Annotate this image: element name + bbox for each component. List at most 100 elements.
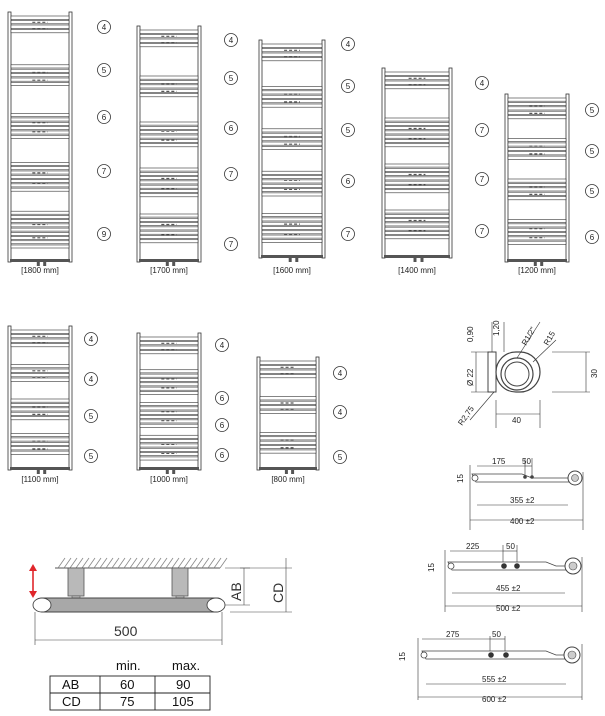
section-count-badge <box>97 164 111 178</box>
bracket-600-pipe: 50 <box>492 630 501 639</box>
section-count-badge <box>224 71 238 85</box>
table-cell-max: 90 <box>176 677 190 692</box>
dim-1-20: 1,20 <box>492 320 501 336</box>
radiator-8: 445[800 mm] <box>256 356 347 484</box>
section-count: 5 <box>102 66 107 75</box>
bracket-500-inner: 455 ±2 <box>496 584 521 593</box>
section-count-badge <box>97 20 111 34</box>
table-header-min: min. <box>116 658 141 673</box>
section-count: 4 <box>338 369 343 378</box>
dim-0-90: 0,90 <box>466 326 475 342</box>
section-count: 5 <box>229 74 234 83</box>
bracket-400-offset: 175 <box>492 457 506 466</box>
section-count-badge <box>333 366 347 380</box>
radiator-size-label: [1800 mm] <box>21 266 59 275</box>
section-count-badge <box>97 63 111 77</box>
section-count-badge <box>475 76 489 90</box>
section-count: 9 <box>102 230 107 239</box>
section-count-badge <box>475 123 489 137</box>
section-count-badge <box>215 391 229 405</box>
dim-dia22: Ø 22 <box>466 368 475 386</box>
section-count: 7 <box>480 126 485 135</box>
section-count: 5 <box>89 412 94 421</box>
section-count: 6 <box>220 421 225 430</box>
section-count: 5 <box>346 126 351 135</box>
section-count: 4 <box>220 341 225 350</box>
section-count: 4 <box>89 375 94 384</box>
section-count-badge <box>84 409 98 423</box>
section-count: 6 <box>220 394 225 403</box>
section-count: 5 <box>346 82 351 91</box>
section-count: 5 <box>590 106 595 115</box>
bracket-600-offset: 275 <box>446 630 460 639</box>
section-count: 7 <box>102 167 107 176</box>
table-header-max: max. <box>172 658 200 673</box>
section-count: 7 <box>229 170 234 179</box>
bracket-600-inner: 555 ±2 <box>482 675 507 684</box>
section-count: 4 <box>480 79 485 88</box>
section-count: 4 <box>229 36 234 45</box>
dim-thread: R1/2" <box>520 325 538 347</box>
table-row-label: AB <box>62 677 79 692</box>
section-count-badge <box>585 184 599 198</box>
section-count-badge <box>585 144 599 158</box>
section-count: 5 <box>590 147 595 156</box>
section-count-badge <box>585 230 599 244</box>
wall-mount-view: AB CD 500 <box>29 557 292 645</box>
table-cell-max: 105 <box>172 694 194 709</box>
bracket-400-pipe: 50 <box>522 457 531 466</box>
section-count-badge <box>224 167 238 181</box>
section-count-badge <box>84 449 98 463</box>
bracket-600-outer: 600 ±2 <box>482 695 507 704</box>
section-count: 5 <box>590 187 595 196</box>
section-count-badge <box>215 338 229 352</box>
section-count: 4 <box>102 23 107 32</box>
section-count: 6 <box>346 177 351 186</box>
section-count: 6 <box>220 451 225 460</box>
section-count: 7 <box>346 230 351 239</box>
section-count-badge <box>585 103 599 117</box>
bracket-500-outer: 500 ±2 <box>496 604 521 613</box>
ab-label: AB <box>228 582 244 601</box>
radiator-size-label: [1000 mm] <box>150 475 188 484</box>
section-count-badge <box>224 237 238 251</box>
dim-r275: R2,75 <box>456 404 476 427</box>
section-count-badge <box>333 405 347 419</box>
section-count-badge <box>475 224 489 238</box>
section-count: 4 <box>338 408 343 417</box>
section-count: 4 <box>346 40 351 49</box>
section-count-badge <box>97 110 111 124</box>
section-count-badge <box>475 172 489 186</box>
bracket-500: 225 50 15 455 ±2 500 ±2 <box>427 542 583 613</box>
section-count-badge <box>215 418 229 432</box>
section-count-badge <box>84 332 98 346</box>
section-count: 7 <box>480 227 485 236</box>
bracket-500-height: 15 <box>427 563 436 572</box>
radiator-size-label: [800 mm] <box>271 475 304 484</box>
dim-width: 40 <box>512 416 521 425</box>
section-count-badge <box>341 79 355 93</box>
bracket-600-height: 15 <box>398 652 407 661</box>
section-count: 6 <box>229 124 234 133</box>
radiator-6: 4 4 5 5 [1100 mm] <box>7 325 98 484</box>
dim-height: 30 <box>590 369 599 378</box>
bracket-600: 275 50 15 555 ±2 600 ±2 <box>398 630 583 704</box>
section-count: 4 <box>89 335 94 344</box>
section-count-badge <box>341 123 355 137</box>
table-row-label: CD <box>62 694 81 709</box>
section-count-badge <box>333 450 347 464</box>
section-count: 5 <box>89 452 94 461</box>
cd-label: CD <box>270 583 286 603</box>
section-count: 7 <box>480 175 485 184</box>
section-count: 7 <box>229 240 234 249</box>
section-count-badge <box>84 372 98 386</box>
section-count: 6 <box>590 233 595 242</box>
section-count-badge <box>224 121 238 135</box>
bracket-400-outer: 400 ±2 <box>510 517 535 526</box>
mount-width: 500 <box>114 623 138 639</box>
radiator-size-label: [1100 mm] <box>21 475 58 484</box>
